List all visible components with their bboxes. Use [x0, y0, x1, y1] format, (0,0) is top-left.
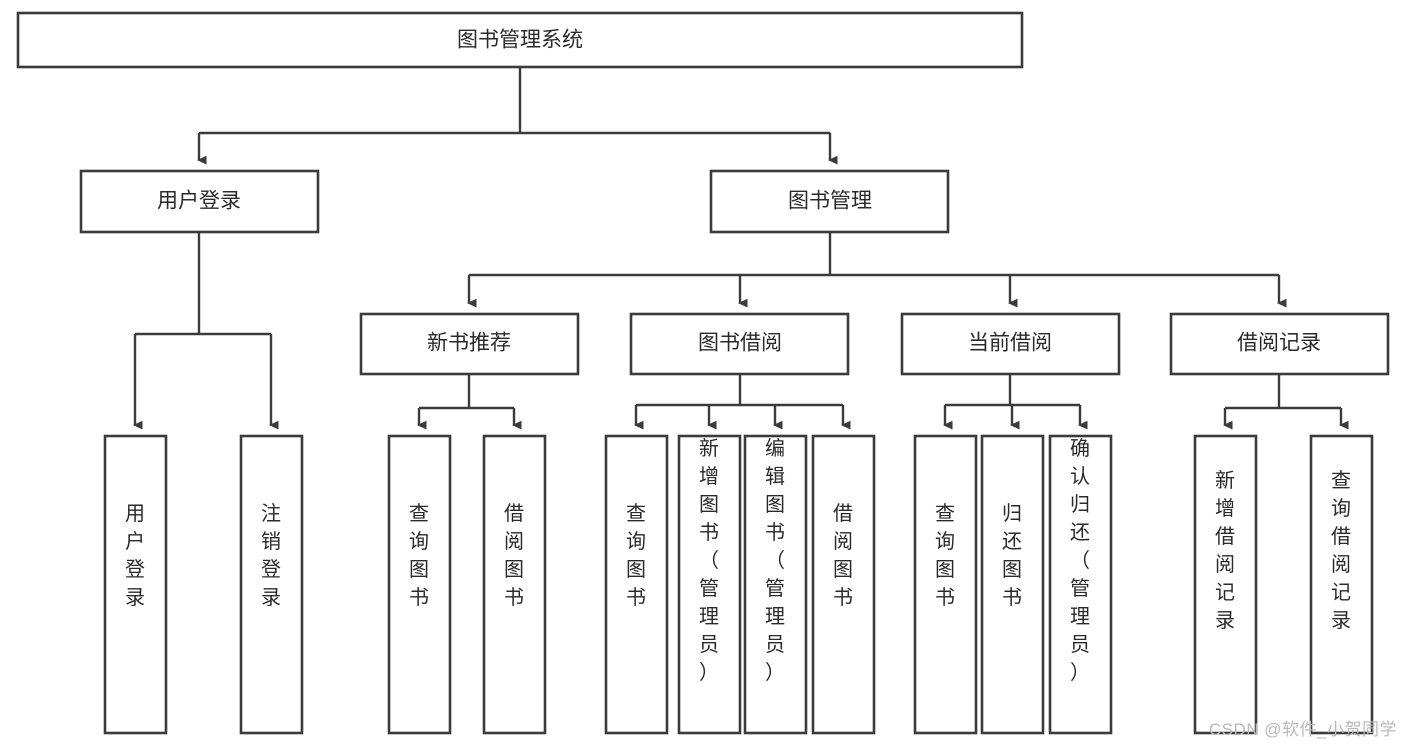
leaf-borrow-record-2[interactable]: 查询借阅记录	[1309, 434, 1374, 735]
node-borrow-record-box[interactable]	[1169, 312, 1390, 376]
node-root-box[interactable]	[16, 11, 1024, 69]
node-book-management[interactable]: 图书管理	[709, 169, 950, 234]
leaf-borrow-record-1-label: 新增借阅记录	[1215, 469, 1235, 632]
leaf-book-borrow-2-box[interactable]	[677, 434, 742, 735]
node-root-system[interactable]: 图书管理系统	[16, 11, 1024, 69]
node-user-login-label: 用户登录	[157, 190, 241, 213]
node-book-management-label: 图书管理	[788, 190, 872, 213]
leaf-current-borrow-3-box[interactable]	[1048, 434, 1113, 735]
leaf-book-borrow-4-box[interactable]	[811, 434, 876, 735]
leaf-new-book-2-box[interactable]	[482, 434, 547, 735]
connector-layer	[132, 67, 1349, 430]
leaf-book-borrow-4[interactable]: 借阅图书	[811, 434, 876, 735]
leaf-user-login-1-label: 用户登录	[125, 503, 145, 609]
watermark-label: CSDN @软件_小贺同学	[1208, 720, 1397, 739]
leaf-user-login-1[interactable]: 用户登录	[103, 434, 168, 735]
node-user-login[interactable]: 用户登录	[79, 169, 320, 234]
leaf-book-borrow-1[interactable]: 查询图书	[604, 434, 669, 735]
node-current-borrow-box[interactable]	[900, 312, 1121, 376]
leaf-user-login-2[interactable]: 注销登录	[239, 434, 304, 735]
leaf-new-book-1-box[interactable]	[387, 434, 452, 735]
node-user-login-box[interactable]	[79, 169, 320, 234]
leaf-new-book-1[interactable]: 查询图书	[387, 434, 452, 735]
leaf-book-borrow-4-label: 借阅图书	[833, 502, 853, 609]
leaf-book-borrow-3-box[interactable]	[743, 434, 808, 735]
leaf-user-login-2-label: 注销登录	[261, 502, 281, 609]
leaf-current-borrow-1-box[interactable]	[913, 434, 978, 735]
leaf-current-borrow-2-label: 归还图书	[1002, 502, 1022, 609]
leaf-new-book-2[interactable]: 借阅图书	[482, 434, 547, 735]
leaf-borrow-record-1-box[interactable]	[1193, 434, 1258, 735]
leaf-book-borrow-1-label: 查询图书	[626, 502, 646, 609]
leaf-book-borrow-2-label: 新增图书（管理员）	[699, 437, 719, 684]
leaf-current-borrow-2[interactable]: 归还图书	[980, 434, 1045, 735]
node-new-book-recommend-label: 新书推荐	[427, 332, 511, 355]
node-root-label: 图书管理系统	[457, 29, 583, 52]
leaf-current-borrow-2-box[interactable]	[980, 434, 1045, 735]
node-borrow-record[interactable]: 借阅记录	[1169, 312, 1390, 376]
node-book-borrow-label: 图书借阅	[698, 332, 782, 355]
leaf-current-borrow-1[interactable]: 查询图书	[913, 434, 978, 735]
leaf-current-borrow-1-label: 查询图书	[935, 502, 955, 609]
leaf-user-login-2-box[interactable]	[239, 434, 304, 735]
leaf-borrow-record-2-label: 查询借阅记录	[1331, 469, 1351, 632]
leaf-user-login-1-box[interactable]	[103, 434, 168, 735]
node-book-borrow[interactable]: 图书借阅	[629, 312, 850, 376]
node-new-book-recommend-box[interactable]	[359, 312, 580, 376]
node-current-borrow[interactable]: 当前借阅	[900, 312, 1121, 376]
leaf-current-borrow-3[interactable]: 确认归还（管理员）	[1048, 434, 1113, 735]
leaf-book-borrow-1-box[interactable]	[604, 434, 669, 735]
node-borrow-record-label: 借阅记录	[1237, 332, 1321, 355]
node-current-borrow-label: 当前借阅	[968, 332, 1052, 355]
leaf-borrow-record-1[interactable]: 新增借阅记录	[1193, 434, 1258, 735]
leaf-new-book-1-label: 查询图书	[409, 502, 429, 609]
leaf-book-borrow-3[interactable]: 编辑图书（管理员）	[743, 434, 808, 735]
leaf-current-borrow-3-label: 确认归还（管理员）	[1070, 437, 1090, 684]
leaf-new-book-2-label: 借阅图书	[504, 502, 524, 609]
node-book-borrow-box[interactable]	[629, 312, 850, 376]
node-book-management-box[interactable]	[709, 169, 950, 234]
node-new-book-recommend[interactable]: 新书推荐	[359, 312, 580, 376]
leaf-book-borrow-3-label: 编辑图书（管理员）	[765, 437, 785, 684]
leaf-book-borrow-2[interactable]: 新增图书（管理员）	[677, 434, 742, 735]
leaf-borrow-record-2-box[interactable]	[1309, 434, 1374, 735]
